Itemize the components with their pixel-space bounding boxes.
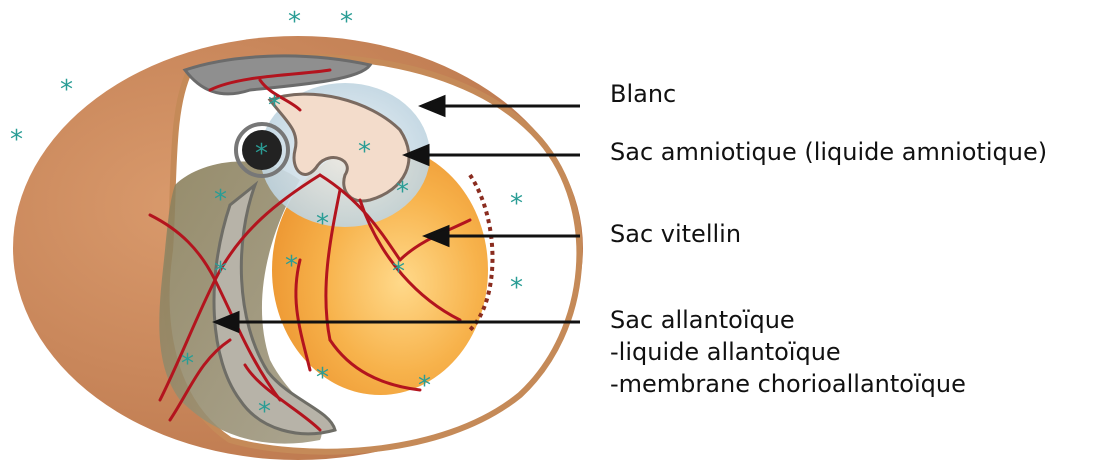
marker: * xyxy=(285,251,298,281)
marker: * xyxy=(10,125,23,155)
marker: * xyxy=(358,137,371,167)
marker: * xyxy=(316,363,329,393)
marker: * xyxy=(396,177,409,207)
marker: * xyxy=(258,397,271,427)
marker: * xyxy=(316,209,329,239)
label-sac-amniotique: Sac amniotique (liquide amniotique) xyxy=(610,137,1047,167)
label-sac-vitellin: Sac vitellin xyxy=(610,219,741,249)
marker: * xyxy=(214,257,227,287)
marker: * xyxy=(181,349,194,379)
marker: * xyxy=(392,257,405,287)
marker: * xyxy=(60,75,73,105)
marker: * xyxy=(288,7,301,37)
label-sac-allantoique: Sac allantoïque xyxy=(610,305,795,335)
label-liquide-allantoique: -liquide allantoïque xyxy=(610,337,841,367)
marker: * xyxy=(418,371,431,401)
label-membrane-chorioallantoique: -membrane chorioallantoïque xyxy=(610,369,966,399)
marker: * xyxy=(510,189,523,219)
label-blanc: Blanc xyxy=(610,79,676,109)
marker: * xyxy=(255,139,268,169)
marker: * xyxy=(214,185,227,215)
marker: * xyxy=(510,273,523,303)
marker: * xyxy=(268,91,281,121)
marker: * xyxy=(340,7,353,37)
